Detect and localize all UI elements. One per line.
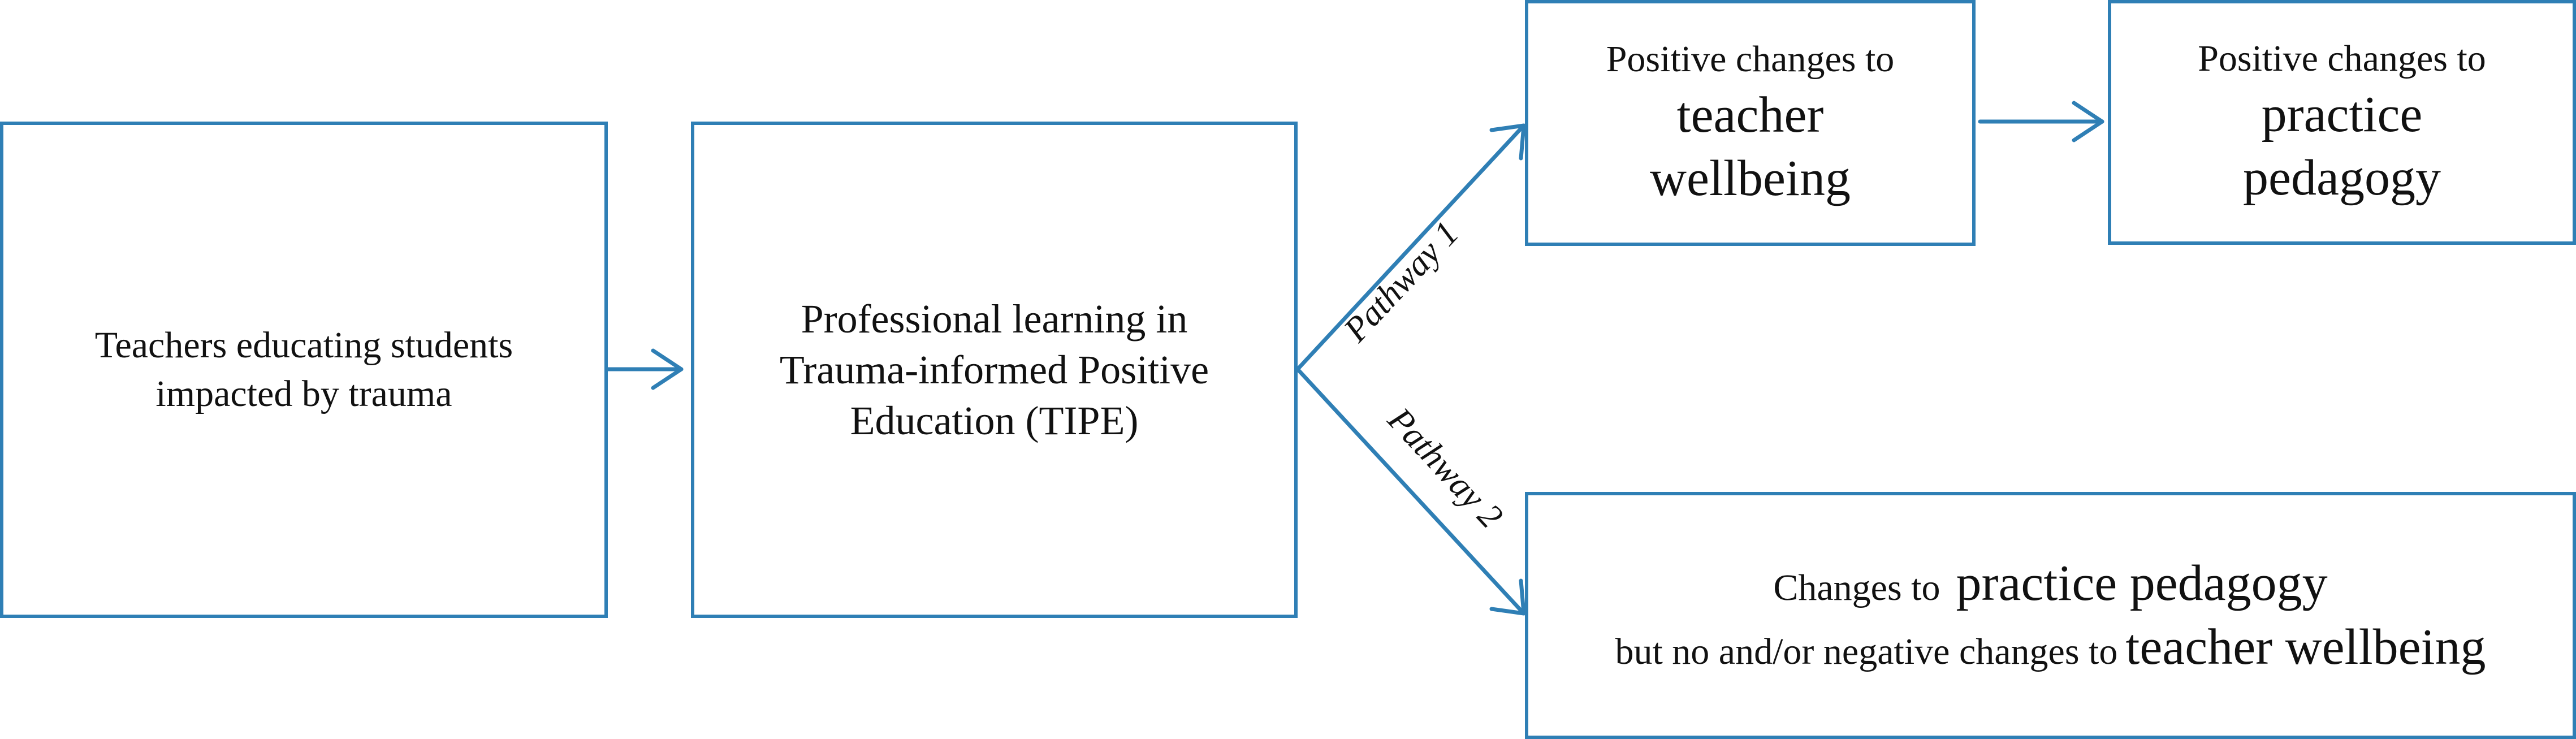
outcome-line1: Changes to practice pedagogy xyxy=(1773,552,2327,616)
pedagogy-lead: Positive changes to xyxy=(2198,38,2486,80)
wellbeing-term-line1: teacher xyxy=(1676,87,1824,143)
arrow-pathway2 xyxy=(1295,367,1526,616)
teachers-box: Teachers educating students impacted by … xyxy=(0,122,608,618)
learning-line1: Professional learning in xyxy=(801,296,1188,342)
learning-line3: Education (TIPE) xyxy=(850,398,1139,443)
practice-pedagogy-box: Positive changes to practice pedagogy xyxy=(2108,0,2576,245)
arrow-pathway1 xyxy=(1295,123,1526,371)
outcome-line2: but no and/or negative changes to teache… xyxy=(1615,616,2486,680)
teachers-line1: Teachers educating students xyxy=(94,325,513,366)
arrow-wellbeing-to-pedagogy xyxy=(1978,101,2104,142)
arrow-teachers-to-learning xyxy=(606,348,684,390)
professional-learning-box: Professional learning in Trauma-informed… xyxy=(691,122,1298,618)
pathway2-outcome-box: Changes to practice pedagogy but no and/… xyxy=(1525,492,2576,739)
pedagogy-term-line2: pedagogy xyxy=(2243,150,2441,206)
outcome-line2-lead: but no and/or negative changes to xyxy=(1615,630,2118,672)
teachers-line2: impacted by trauma xyxy=(155,373,452,414)
learning-line2: Trauma-informed Positive xyxy=(779,347,1209,392)
outcome-line2-term: teacher wellbeing xyxy=(2125,619,2486,675)
wellbeing-term-line2: wellbeing xyxy=(1650,150,1851,207)
pedagogy-term-line1: practice xyxy=(2261,86,2423,142)
teacher-wellbeing-box: Positive changes to teacher wellbeing xyxy=(1525,0,1976,246)
outcome-line1-lead: Changes to xyxy=(1773,567,1940,608)
outcome-line1-term: practice pedagogy xyxy=(1956,555,2328,611)
wellbeing-lead: Positive changes to xyxy=(1606,38,1895,80)
